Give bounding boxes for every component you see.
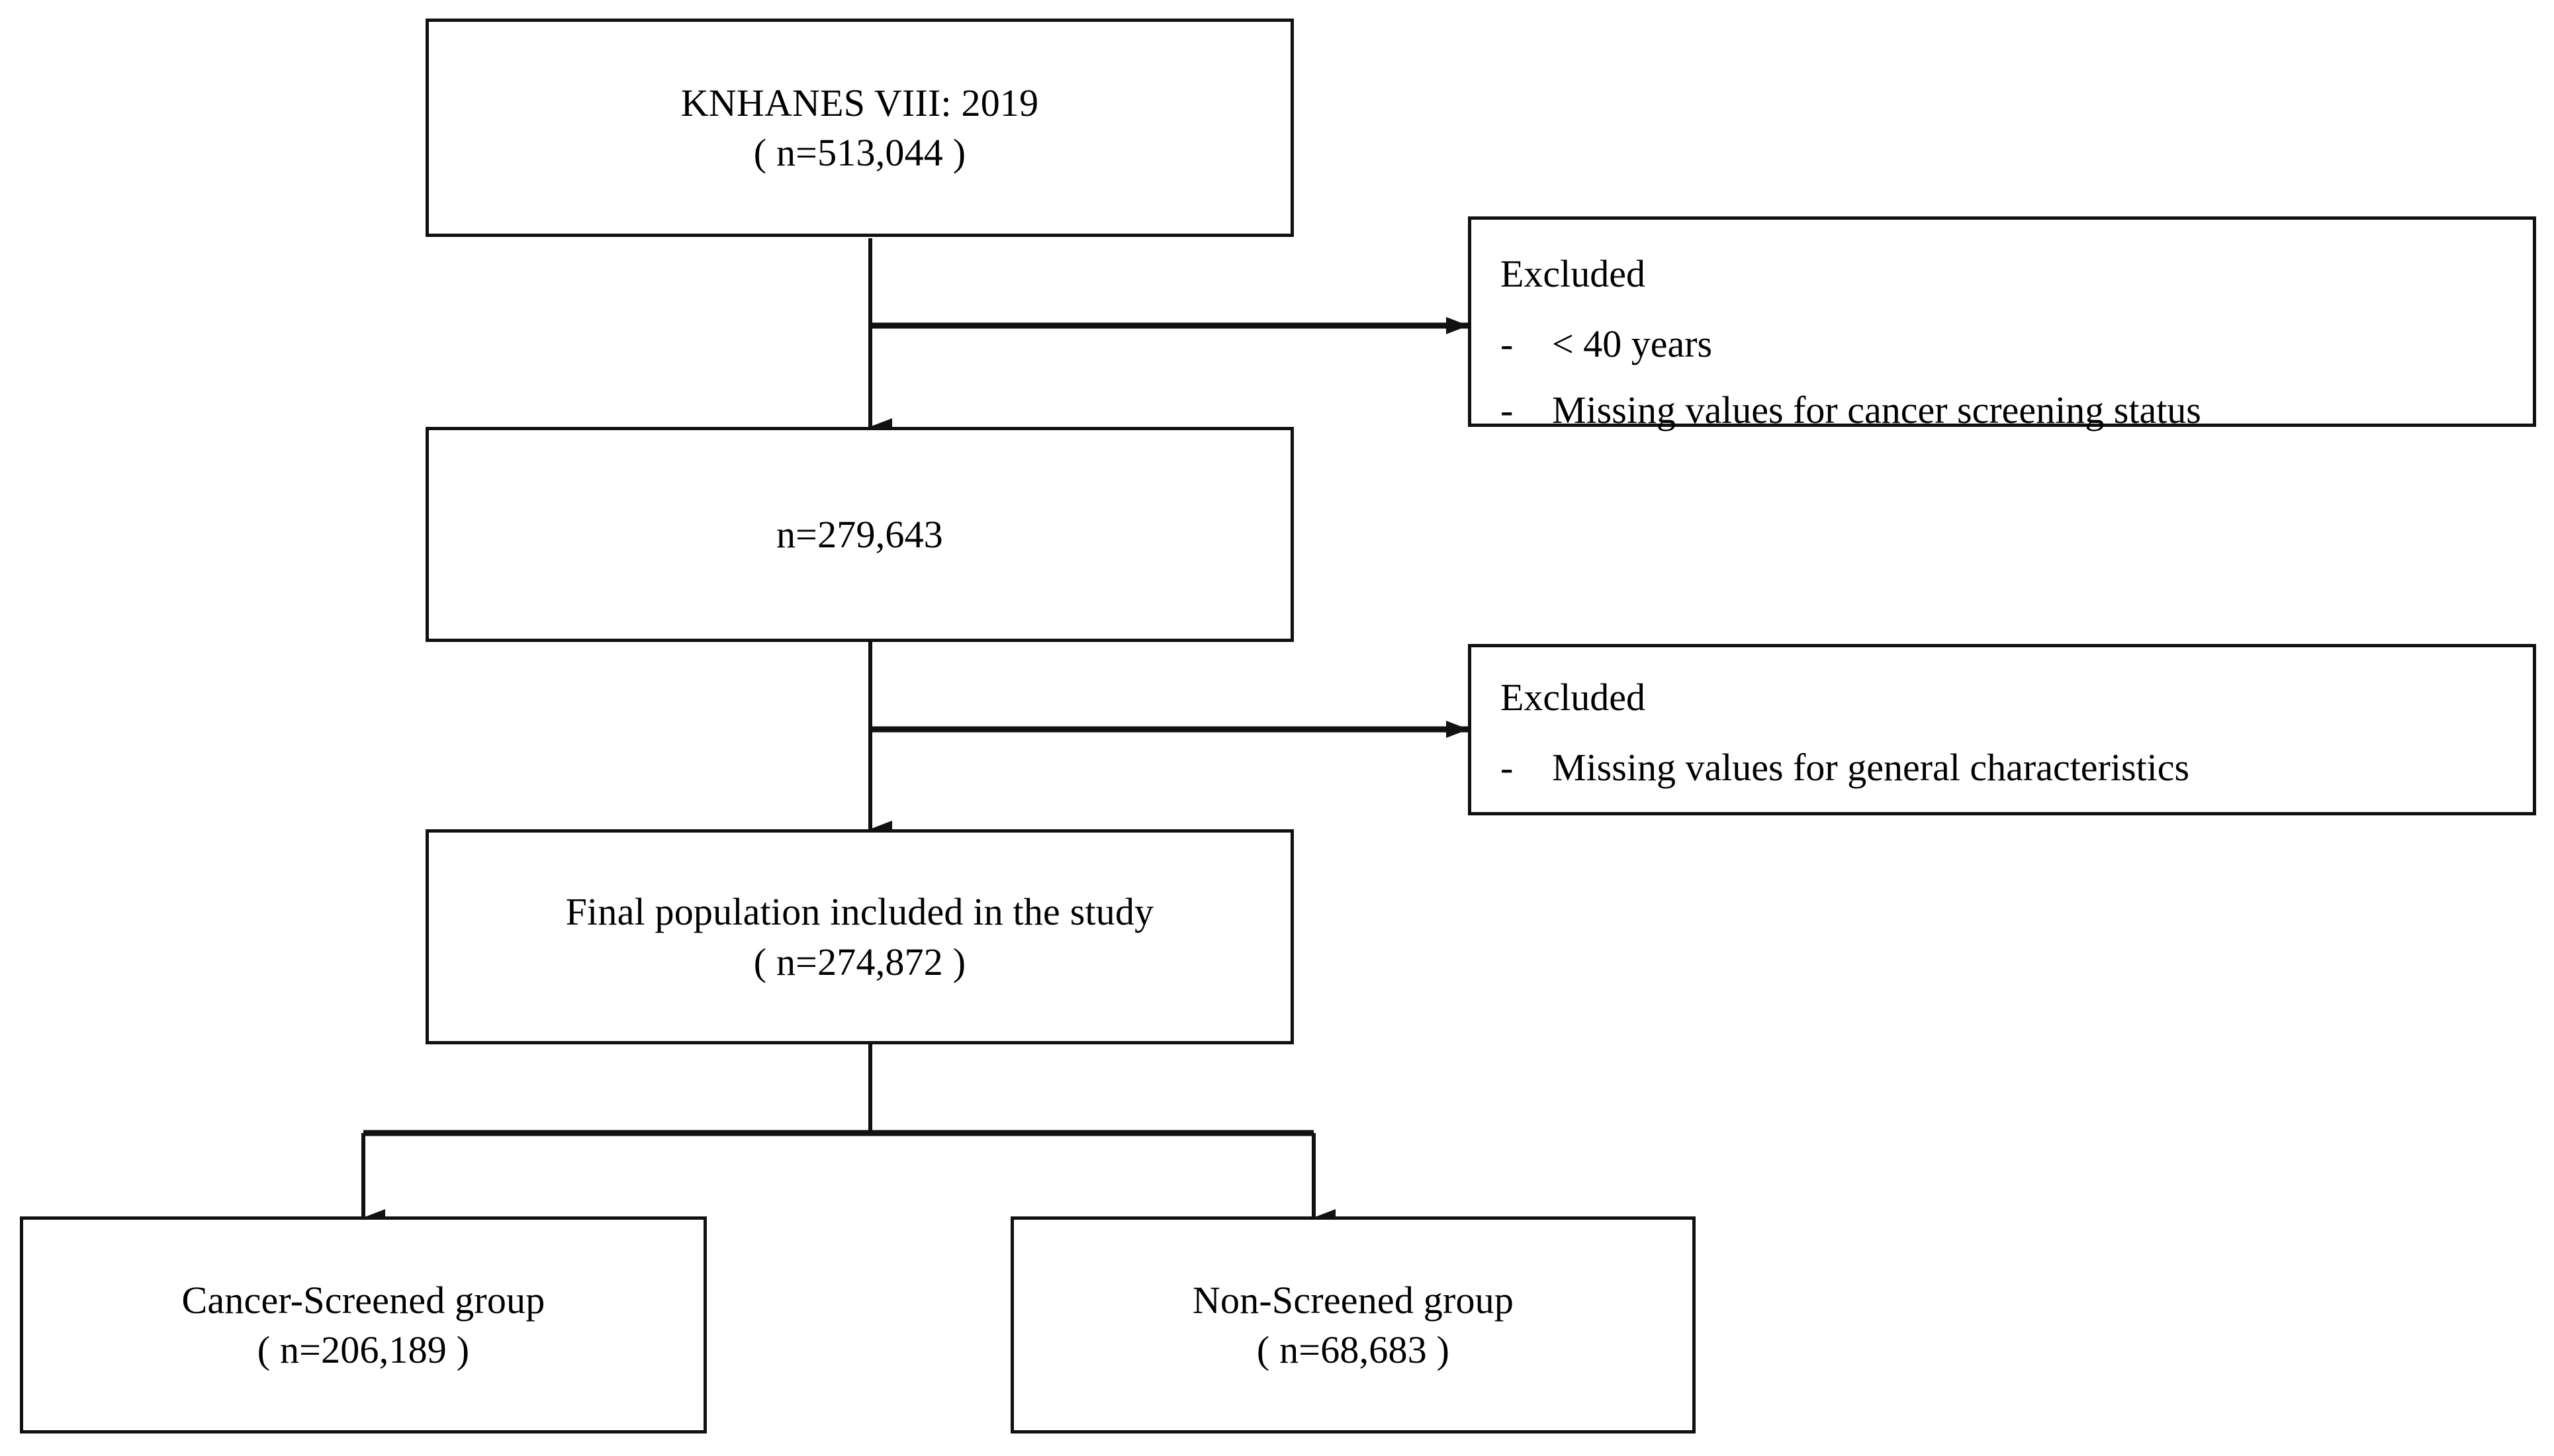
source-cohort-title: KNHANES VIII: 2019 [680,81,1039,124]
non-screened-group-title: Non-Screened group [1192,1278,1514,1322]
screened-group-count: ( n=206,189 ) [257,1328,470,1371]
bullet-dash-icon: - [1500,322,1514,365]
non-screened-group-count: ( n=68,683 ) [1256,1328,1450,1371]
screened-group-title: Cancer-Screened group [181,1278,545,1322]
node-final-population: Final population included in the study (… [426,829,1294,1044]
exclusion-first-item-0: < 40 years [1552,322,1713,365]
bullet-dash-icon: - [1500,745,1514,789]
node-exclusion-second: Excluded - Missing values for general ch… [1468,644,2536,815]
final-population-count: ( n=274,872 ) [753,940,966,983]
node-exclusion-first: Excluded - < 40 years - Missing values f… [1468,216,2536,432]
source-cohort-count: ( n=513,044 ) [753,131,966,174]
list-item: - < 40 years [1500,321,2533,368]
final-population-title: Final population included in the study [565,890,1154,934]
exclusion-second-item-0: Missing values for general characteristi… [1552,745,2190,789]
exclusion-first-title: Excluded [1500,252,1646,295]
after-first-exclusion-count: n=279,643 [776,512,943,556]
node-screened-group: Cancer-Screened group ( n=206,189 ) [20,1216,707,1433]
list-item: - Missing values for general characteris… [1500,745,2533,792]
list-item: - Missing values for cancer screening st… [1500,387,2533,434]
exclusion-first-item-1: Missing values for cancer screening stat… [1552,388,2201,432]
node-source-cohort: KNHANES VIII: 2019 ( n=513,044 ) [426,19,1294,237]
node-after-first-exclusion: n=279,643 [426,427,1294,642]
node-non-screened-group: Non-Screened group ( n=68,683 ) [1011,1216,1696,1433]
exclusion-second-title: Excluded [1500,676,1646,719]
bullet-dash-icon: - [1500,388,1514,432]
exclusion-first-list: - < 40 years - Missing values for cancer… [1500,321,2533,435]
exclusion-second-list: - Missing values for general characteris… [1500,745,2533,792]
